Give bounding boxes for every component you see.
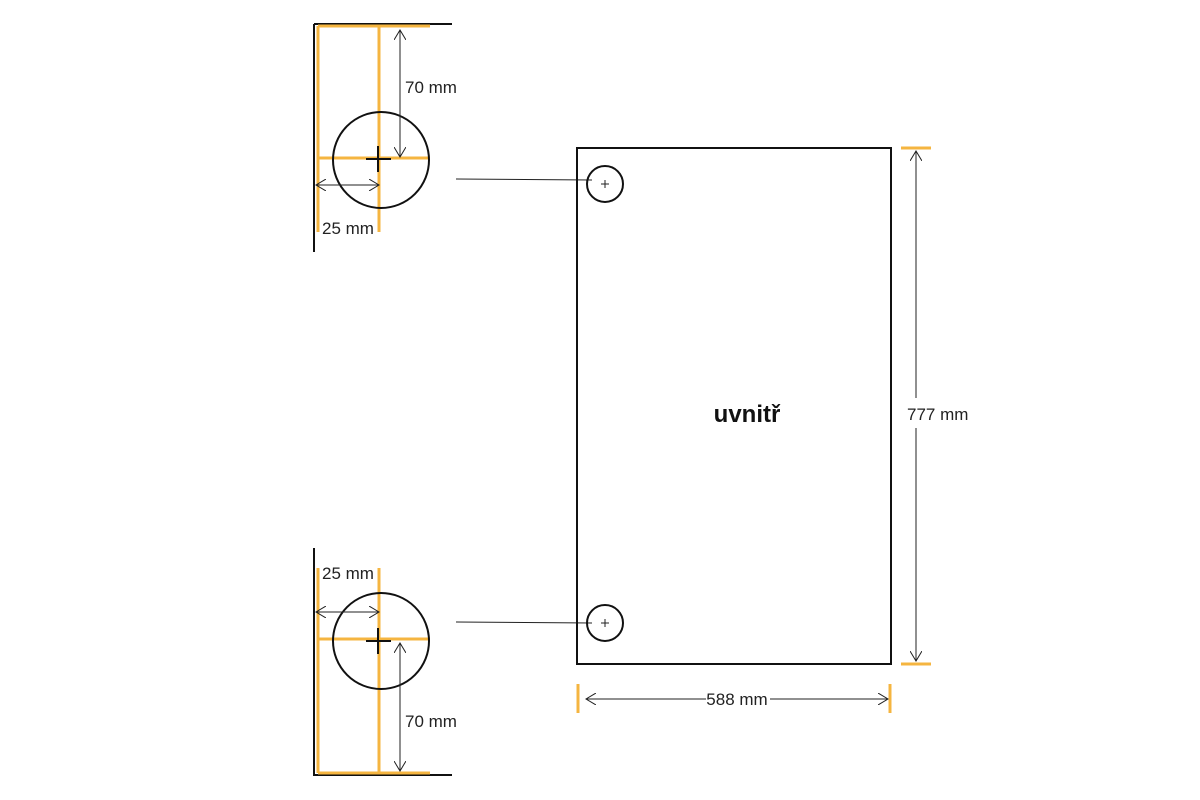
detail-bottom-vertical-label: 70 mm	[405, 712, 457, 731]
height-dimension: 777 mm	[901, 146, 968, 666]
panel-outline	[576, 147, 892, 665]
panel-hole-bottom	[586, 604, 624, 642]
detail-top-hole	[332, 111, 430, 209]
detail-bottom-hole	[332, 592, 430, 690]
main-panel: uvnitř	[576, 147, 892, 665]
width-label: 588 mm	[706, 690, 767, 709]
height-label: 777 mm	[907, 405, 968, 424]
detail-top: 70 mm 25 mm	[313, 23, 593, 252]
detail-bottom: 25 mm 70 mm	[313, 548, 593, 776]
panel-hole-top	[586, 165, 624, 203]
detail-top-vertical-label: 70 mm	[405, 78, 457, 97]
detail-top-leader	[455, 178, 593, 181]
detail-bottom-leader	[455, 621, 593, 624]
detail-bottom-horizontal-label: 25 mm	[322, 564, 374, 583]
panel-label: uvnitř	[714, 401, 781, 428]
detail-top-horizontal-label: 25 mm	[322, 219, 374, 238]
width-dimension: 588 mm	[576, 684, 892, 713]
